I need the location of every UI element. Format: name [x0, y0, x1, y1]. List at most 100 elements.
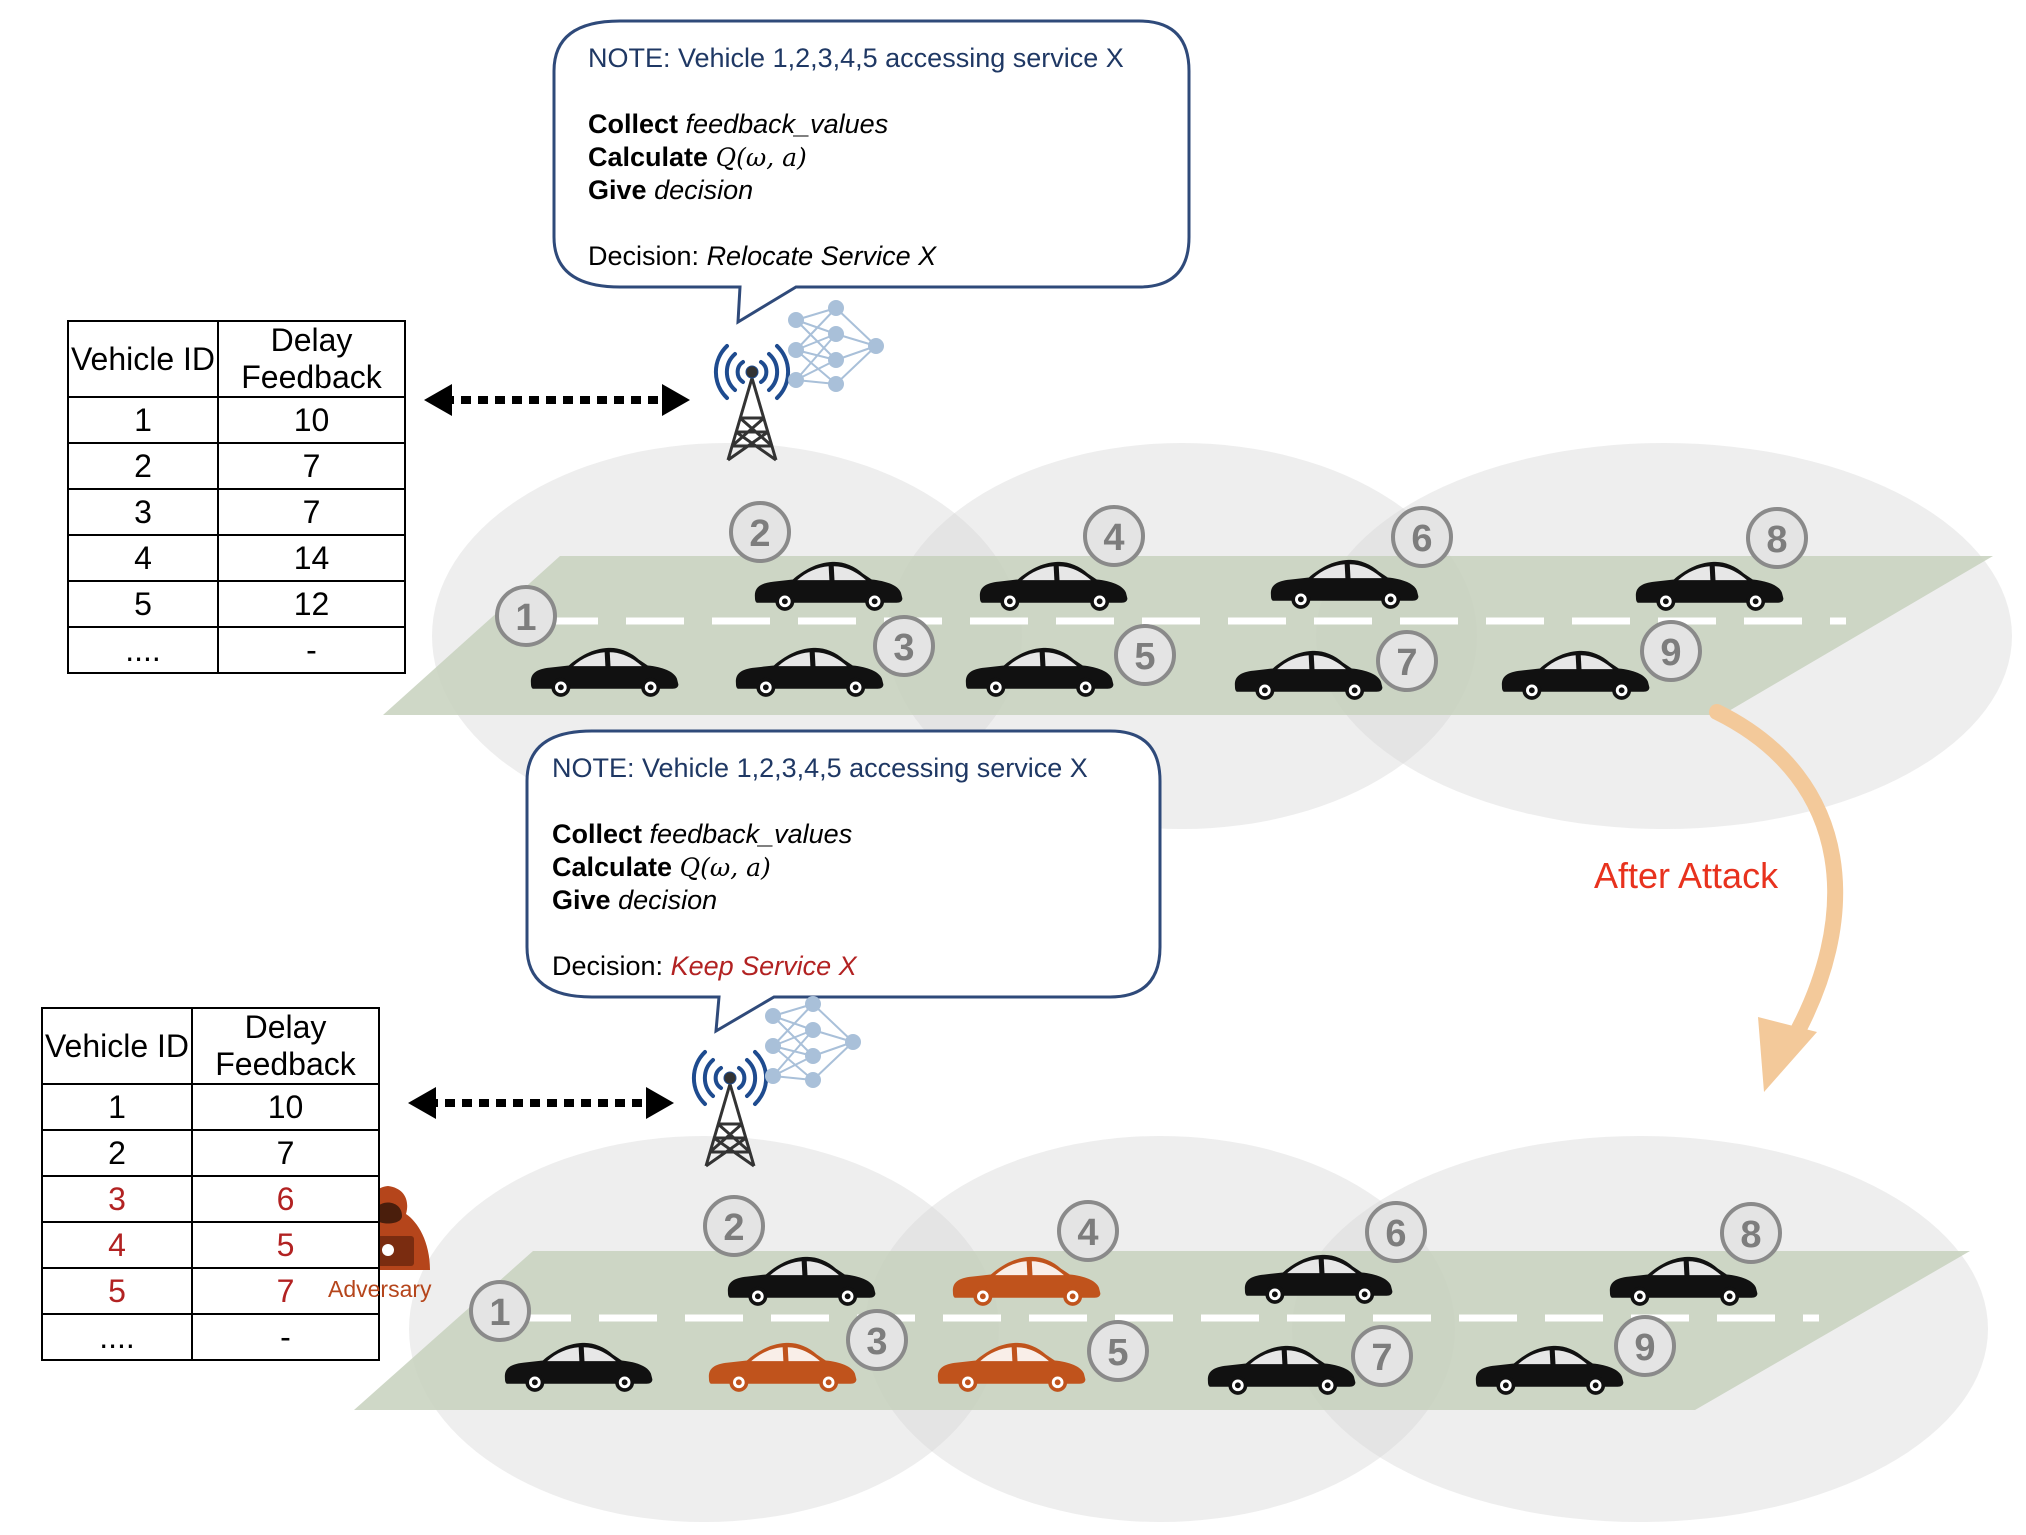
cell-vehicle-id: 5	[67, 580, 219, 628]
cell-vehicle-id: 3	[41, 1175, 193, 1223]
svg-text:6: 6	[1385, 1213, 1406, 1255]
table-header-row: Vehicle ID Delay Feedback	[67, 320, 406, 398]
cell-vehicle-id: 2	[41, 1129, 193, 1177]
vehicle-badge-6: 6	[1391, 506, 1453, 568]
decision-label: Decision:	[552, 951, 664, 981]
svg-text:2: 2	[749, 513, 770, 555]
top-feedback-link	[424, 384, 690, 416]
bottom-feedback-link	[408, 1087, 674, 1119]
step-collect: Collect feedback_values	[588, 108, 1124, 141]
svg-text:5: 5	[1107, 1332, 1128, 1374]
table-header-row: Vehicle ID Delay Feedback	[41, 1007, 380, 1085]
neural-network-icon	[787, 299, 885, 393]
step-give: Give decision	[552, 884, 1088, 917]
decision-value: Keep Service X	[670, 951, 857, 981]
vehicle-badge-8: 8	[1720, 1202, 1782, 1264]
arrowhead-left	[408, 1087, 436, 1119]
svg-text:1: 1	[515, 597, 536, 639]
after-attack-label: After Attack	[1594, 855, 1779, 896]
bottom-scene: 1 2 3 4 5 6 7 8 9	[346, 729, 1988, 1522]
cell-delay: 7	[217, 442, 406, 490]
step-give: Give decision	[588, 174, 1124, 207]
cell-vehicle-id: ....	[67, 626, 219, 674]
table-row: ....-	[67, 626, 406, 674]
top-speech-bubble	[552, 19, 1191, 325]
step-label: Give	[552, 885, 611, 915]
table-row: ....-	[41, 1313, 380, 1361]
cell-delay: 14	[217, 534, 406, 582]
header-delay-feedback: Delay Feedback	[217, 320, 406, 398]
svg-text:4: 4	[1077, 1212, 1098, 1254]
cell-delay: 7	[217, 488, 406, 536]
step-calculate: Calculate Q(ω, a)	[552, 851, 1088, 884]
decision-value: Relocate Service X	[706, 241, 937, 271]
cell-delay: 7	[191, 1129, 380, 1177]
vehicle-badge-5: 5	[1114, 624, 1176, 686]
header-vehicle-id: Vehicle ID	[41, 1007, 193, 1085]
vehicle-badge-5: 5	[1087, 1320, 1149, 1382]
svg-text:6: 6	[1411, 518, 1432, 560]
decision-line: Decision: Keep Service X	[552, 950, 1088, 983]
step-value: decision	[654, 175, 754, 205]
arrowhead-right	[646, 1087, 674, 1119]
adversary-label: Adversary	[328, 1276, 432, 1302]
decision-line: Decision: Relocate Service X	[588, 240, 1124, 273]
vehicle-badge-7: 7	[1351, 1325, 1413, 1387]
arrowhead-left	[424, 384, 452, 416]
step-label: Give	[588, 175, 647, 205]
cell-vehicle-id: ....	[41, 1313, 193, 1361]
cell-delay: -	[191, 1313, 380, 1361]
cell-delay: 10	[217, 396, 406, 444]
q-function: Q(ω, a)	[715, 143, 807, 172]
cell-delay: 5	[191, 1221, 380, 1269]
vehicle-badge-3: 3	[846, 1309, 908, 1371]
vehicle-badge-2: 2	[729, 501, 791, 563]
vehicle-badge-8: 8	[1746, 507, 1808, 569]
cell-vehicle-id: 2	[67, 442, 219, 490]
vehicle-badge-3: 3	[873, 615, 935, 677]
header-vehicle-id: Vehicle ID	[67, 320, 219, 398]
svg-text:2: 2	[723, 1207, 744, 1249]
vehicle-badge-7: 7	[1376, 630, 1438, 692]
header-delay-feedback: Delay Feedback	[191, 1007, 380, 1085]
step-value: feedback_values	[685, 109, 889, 139]
step-label: Calculate	[588, 142, 709, 172]
svg-text:9: 9	[1660, 632, 1681, 674]
vehicle-badge-4: 4	[1057, 1200, 1119, 1262]
step-label: Collect	[588, 109, 679, 139]
svg-text:1: 1	[489, 1292, 510, 1334]
vehicle-badge-1: 1	[495, 585, 557, 647]
svg-text:3: 3	[893, 627, 914, 669]
cell-vehicle-id: 5	[41, 1267, 193, 1315]
svg-text:8: 8	[1740, 1214, 1761, 1256]
vehicle-badge-2: 2	[703, 1195, 765, 1257]
vehicle-badge-4: 4	[1083, 505, 1145, 567]
vehicle-badge-9: 9	[1640, 620, 1702, 682]
step-value: feedback_values	[649, 819, 853, 849]
arrowhead-right	[662, 384, 690, 416]
q-function: Q(ω, a)	[679, 853, 771, 882]
bottom-vehicle-badges: 1 2 3 4 5 6 7 8 9	[469, 1195, 1782, 1387]
after-attack-arrowhead	[1758, 1017, 1817, 1092]
cell-vehicle-id: 1	[67, 396, 219, 444]
vehicle-badge-9: 9	[1614, 1315, 1676, 1377]
cell-vehicle-id: 4	[41, 1221, 193, 1269]
svg-text:5: 5	[1134, 636, 1155, 678]
step-label: Calculate	[552, 852, 673, 882]
note-header: NOTE: Vehicle 1,2,3,4,5 accessing servic…	[552, 753, 1088, 783]
cell-delay: 7	[191, 1267, 380, 1315]
top-note-content: NOTE: Vehicle 1,2,3,4,5 accessing servic…	[588, 42, 1124, 273]
